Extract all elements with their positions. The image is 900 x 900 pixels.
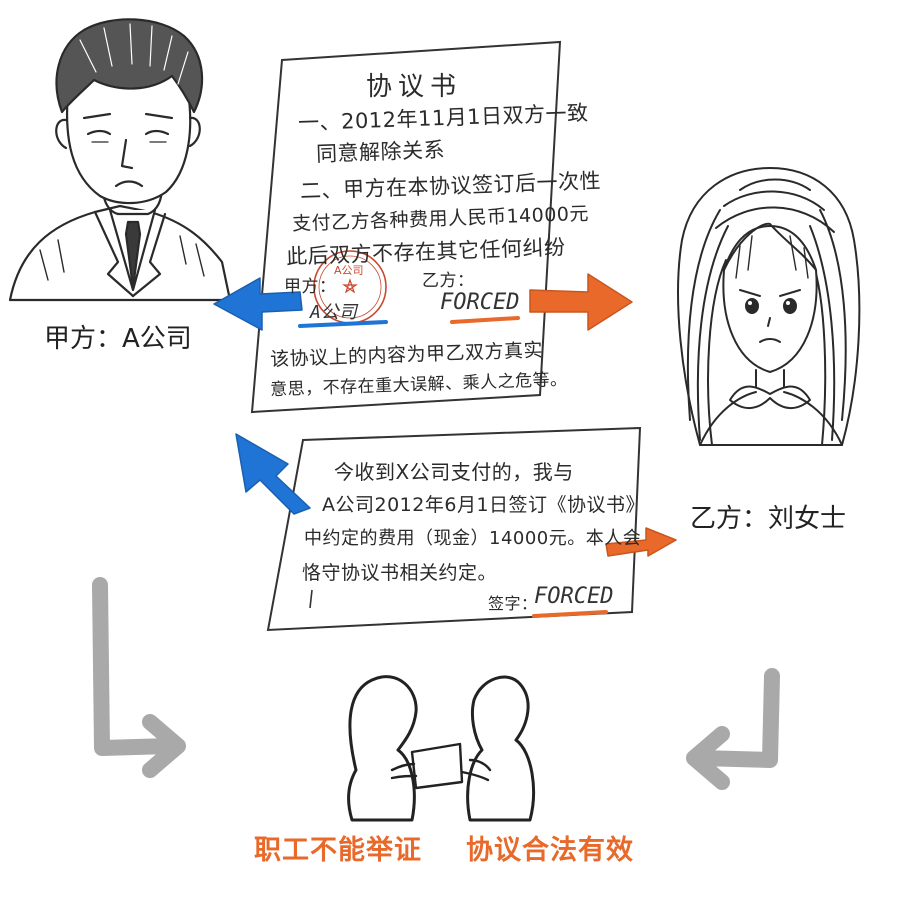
blue-arrow-agreement-icon [213,277,303,331]
exchange-figures [347,675,536,822]
conclusion-right: 协议合法有效 [466,835,634,866]
agreement-party-b-signature: FORCED [440,290,520,315]
party-a-sig-underline [298,320,388,328]
receipt-signature: FORCED [534,584,614,609]
seal-text: A公司 [334,264,364,277]
party-b-sig-underline [450,316,520,324]
agreement-line: 同意解除关系 [315,137,446,167]
gray-arrow-left-icon [92,577,186,778]
receipt-line: 恪守协议书相关约定。 [302,562,498,584]
conclusion-left: 职工不能举证 [254,835,422,866]
party-a-label: 甲方：A公司 [44,324,192,354]
receipt-line: 今收到X公司支付的，我与 [334,460,574,484]
agreement-title: 协议书 [366,72,463,102]
blue-arrow-receipt-icon [235,433,311,515]
agreement-party-a-signature: A公司 [310,302,357,323]
agreement-party-a-field: 甲方： [284,277,337,297]
receipt-mark [309,589,313,609]
receipt-line: 中约定的费用（现金）14000元。本人会 [304,528,642,549]
orange-arrow-receipt-icon [605,527,677,557]
woman-figure [677,167,861,446]
man-figure [8,18,232,302]
gray-arrow-right-icon [686,668,780,790]
agreement-party-b-field: 乙方： [422,271,475,291]
receipt-sig-underline [532,610,608,618]
receipt-sign-label: 签字： [488,594,538,613]
party-b-label: 乙方：刘女士 [690,504,847,534]
orange-arrow-agreement-icon [529,273,633,331]
receipt-paper [266,426,642,632]
receipt-line: A公司2012年6月1日签订《协议书》 [322,494,646,516]
